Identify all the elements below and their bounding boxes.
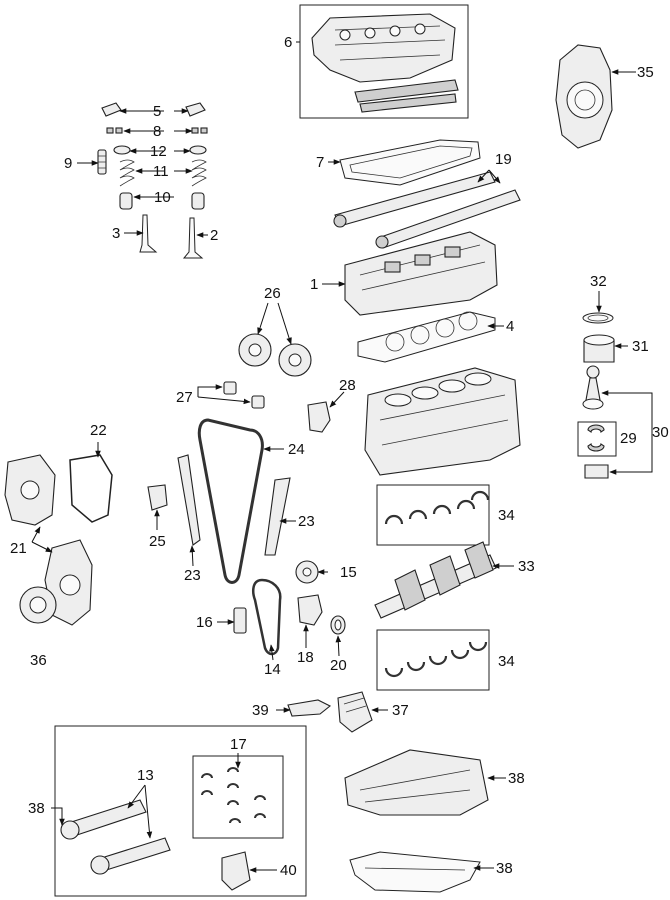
callout-24: 24 — [288, 441, 305, 458]
crankshaft-sprocket — [295, 560, 319, 584]
rocker-arm — [101, 102, 206, 117]
main-bearings-upper — [384, 490, 490, 525]
callout-6: 6 — [284, 34, 293, 51]
valve-cover-gasket — [339, 139, 481, 186]
connecting-rod — [582, 365, 604, 410]
callout-38-upper-pan: 38 — [508, 770, 525, 787]
callout-8: 8 — [153, 123, 162, 140]
timing-cover-gasket — [69, 454, 113, 523]
camshaft-sprocket — [238, 333, 312, 377]
camshaft — [333, 171, 521, 249]
callout-26: 26 — [264, 285, 281, 302]
upper-oil-pan — [344, 749, 489, 816]
cylinder-head-cover — [311, 13, 459, 113]
callout-21: 21 — [10, 540, 27, 557]
callout-39: 39 — [252, 702, 269, 719]
connecting-rod-cap — [584, 464, 609, 479]
cylinder-head — [344, 231, 498, 316]
callout-12: 12 — [150, 143, 167, 160]
piston — [583, 334, 615, 363]
connecting-rod-bearing — [587, 424, 605, 452]
crankshaft-seal — [330, 615, 346, 635]
callout-2: 2 — [210, 227, 219, 244]
frame-main-bearings-lower — [376, 629, 490, 691]
callout-29: 29 — [620, 430, 637, 447]
callout-20: 20 — [330, 657, 347, 674]
timing-chain-guide — [177, 454, 291, 556]
valve-stem-seal — [97, 149, 107, 175]
frame-connecting-rod-bearing — [577, 421, 617, 457]
oil-cooler-pipe — [287, 699, 332, 717]
piston-rings — [582, 312, 614, 324]
timing-chain-tensioner — [147, 484, 168, 511]
frame-cylinder-head-cover — [299, 4, 469, 119]
callout-13: 13 — [137, 767, 154, 784]
crankshaft-pulley — [19, 586, 57, 624]
callout-35: 35 — [637, 64, 654, 81]
valve-lash-adjuster — [119, 192, 205, 210]
callout-30: 30 — [652, 424, 669, 441]
camshaft-bearing-inserts — [201, 767, 266, 824]
callout-5: 5 — [153, 103, 162, 120]
callout-7: 7 — [316, 154, 325, 171]
callout-37: 37 — [392, 702, 409, 719]
callout-38-kit: 38 — [28, 800, 45, 817]
callout-10: 10 — [154, 189, 171, 206]
intake-valve — [139, 214, 158, 253]
oil-pump-chain-tensioner — [297, 594, 323, 626]
callout-23-lower: 23 — [184, 567, 201, 584]
oil-control-valve — [307, 401, 331, 433]
lower-oil-pan — [349, 851, 481, 893]
callout-40: 40 — [280, 862, 297, 879]
callout-25: 25 — [149, 533, 166, 550]
callout-14: 14 — [264, 661, 281, 678]
valve-keeper — [106, 127, 208, 134]
callout-33: 33 — [518, 558, 535, 575]
callout-34-upper: 34 — [498, 507, 515, 524]
callout-27: 27 — [176, 389, 193, 406]
callout-15: 15 — [340, 564, 357, 581]
callout-32: 32 — [590, 273, 607, 290]
exhaust-valve — [182, 217, 204, 259]
engine-block — [364, 367, 521, 476]
sprocket-bolt — [223, 381, 265, 409]
crankshaft — [374, 541, 497, 619]
callout-36: 36 — [30, 652, 47, 669]
callout-34-lower: 34 — [498, 653, 515, 670]
callout-19: 19 — [495, 151, 512, 168]
valve-spring-retainer — [113, 145, 207, 155]
frame-camshaft-adjuster-kit — [54, 725, 307, 897]
timing-cover — [4, 454, 93, 626]
callout-22: 22 — [90, 422, 107, 439]
valve-spring — [119, 159, 207, 187]
leader-lines — [31, 41, 653, 873]
callout-3: 3 — [112, 225, 121, 242]
oil-pump-chain — [252, 578, 282, 656]
camshaft-phaser — [60, 799, 171, 875]
callout-11: 11 — [153, 163, 169, 180]
callout-18: 18 — [297, 649, 314, 666]
frame-cam-bearings — [192, 755, 284, 839]
cylinder-head-gasket — [357, 311, 496, 363]
callout-38-lower-pan: 38 — [496, 860, 513, 877]
callout-17: 17 — [230, 736, 247, 753]
callout-16: 16 — [196, 614, 213, 631]
oil-pump — [221, 851, 251, 891]
callout-1: 1 — [310, 276, 319, 293]
callout-28: 28 — [339, 377, 356, 394]
oil-filter-adapter — [337, 691, 373, 733]
frame-main-bearings-upper — [376, 484, 490, 546]
callout-4: 4 — [506, 318, 515, 335]
oil-pump-chain-guide — [233, 607, 247, 634]
callout-23-right: 23 — [298, 513, 315, 530]
callout-31: 31 — [632, 338, 649, 355]
main-bearings-lower — [384, 641, 488, 678]
callout-9: 9 — [64, 155, 73, 172]
engine-mount-bracket — [555, 44, 613, 149]
timing-chain — [197, 418, 264, 584]
